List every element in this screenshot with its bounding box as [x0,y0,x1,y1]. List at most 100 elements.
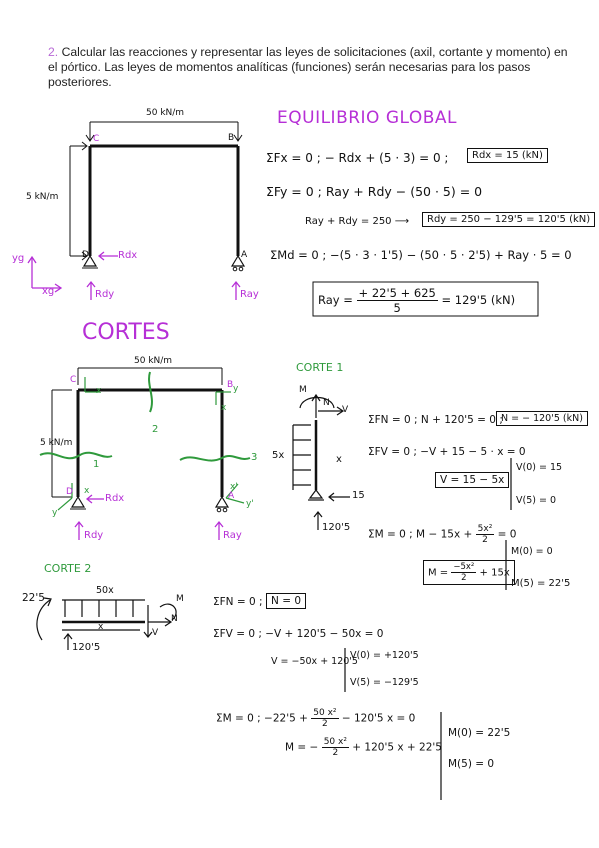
corte2-m-eq-frac: 50 x² 2 [311,708,339,729]
cortes-node-d: D [66,487,73,497]
corte1-n-result: N = − 120'5 (kN) [496,411,588,426]
corte2-fv: ΣFV = 0 ; −V + 120'5 − 50x = 0 [213,628,384,640]
frame1-rdy-label: Rdy [95,289,115,300]
corte2-m-eq-den: 2 [322,719,328,729]
corte1-v0: V(0) = 15 [516,462,563,473]
cut-2-label: 2 [152,424,159,435]
corte2-m-frac: 50 x² 2 [321,737,349,758]
problem-text: Calcular las reacciones y representar la… [48,45,568,89]
equilibrium-boxes [312,281,539,317]
eq-rdy-result: Rdy = 250 − 129'5 = 120'5 (kN) [422,212,596,227]
eq-sum: Ray + Rdy = 250 ⟶ [305,216,410,227]
problem-statement: 2. Calcular las reacciones y representar… [48,45,568,90]
corte2-v: V [152,628,159,638]
eq-ray-numerator: + 22'5 + 625 [356,286,438,301]
cortes-rdy-label: Rdy [84,530,104,541]
frame1-top-load: 50 kN/m [146,108,185,118]
cortes-rdx-label: Rdx [105,493,125,504]
global-axis-x: xg [42,286,55,297]
frame-2 [51,367,230,513]
local-yp-a: y' [246,499,254,509]
local-y-d: y [52,508,58,518]
eq-fx: ΣFx = 0 ; − Rdx + (5 · 3) = 0 ; [266,151,449,165]
corte1-fv: ΣFV = 0 ; −V + 15 − 5 · x = 0 [368,446,526,458]
corte1-x: x [336,454,342,465]
corte1-m-box-lhs: M = [428,567,449,579]
corte1-m: M [299,385,307,395]
corte1-r15: 15 [352,490,365,501]
corte1-fn: ΣFN = 0 ; N + 120'5 = 0 ; [368,414,503,426]
corte1-v5: V(5) = 0 [516,495,556,506]
local-x-b: x [221,403,227,413]
corte1-load: 5x [272,450,285,461]
local-x-d: x [84,486,90,496]
result-braces [344,458,512,800]
frame-1 [69,121,246,272]
corte1-v: V [342,405,349,415]
cut-3-label: 3 [251,452,258,463]
global-axis-y: yg [12,253,25,264]
corte2-title: CORTE 2 [44,562,92,575]
eq-fx-result: Rdx = 15 (kN) [467,148,548,163]
corte1-diagram [292,393,350,530]
corte1-m5: M(5) = 22'5 [511,578,571,589]
corte2-m-eq-a: ΣM = 0 ; −22'5 + [216,712,308,725]
cortes-node-b: B [227,380,234,390]
corte1-m-result: M = −5x² 2 + 15x [423,560,515,585]
corte2-n: N [171,614,178,624]
corte1-m-box-frac: −5x² 2 [451,562,477,583]
eq-ray: Ray = + 22'5 + 625 5 = 129'5 (kN) [318,286,515,315]
corte2-moment: 22'5 [22,592,45,604]
corte2-n-result: N = 0 [266,593,307,609]
local-x-c: x [96,386,102,396]
corte1-v-result: V = 15 − 5x [435,472,510,488]
corte2-v5: V(5) = −129'5 [350,677,419,688]
eq-fy: ΣFy = 0 ; Ray + Rdy − (50 · 5) = 0 [266,184,483,199]
corte2-m-eq-num: 50 x² [311,708,339,719]
corte2-m-eq: ΣM = 0 ; −22'5 + 50 x² 2 − 120'5 x = 0 [216,708,415,729]
frame-2-reactions [74,494,224,540]
local-xp-a: x' [230,482,238,492]
corte2-v-eq: V = −50x + 120'5 [271,656,358,667]
corte2-m5: M(5) = 0 [448,758,495,770]
problem-number: 2. [48,45,59,59]
corte2-m: M [176,594,184,604]
corte1-r120: 120'5 [322,522,351,533]
corte2-m-num: 50 x² [321,737,349,748]
frame-1-reactions [27,251,241,300]
eq-ray-lhs: Ray = [318,293,353,307]
eq-md: ΣMd = 0 ; −(5 · 3 · 1'5) − (50 · 5 · 2'5… [270,248,572,262]
corte1-m-eq: ΣM = 0 ; M − 15x + 5x² 2 = 0 [368,524,517,545]
frame1-side-load: 5 kN/m [26,192,59,202]
corte2-v0: V(0) = +120'5 [350,650,419,661]
corte2-m-eq-b: − 120'5 x = 0 [341,712,416,725]
frame1-ray-label: Ray [240,289,259,300]
eq-ray-result: = 129'5 (kN) [441,293,516,307]
corte1-m-eq-num: 5x² [475,524,495,535]
frame1-node-c: C [93,134,100,144]
corte1-m0: M(0) = 0 [511,546,553,557]
corte2-m0: M(0) = 22'5 [448,727,511,739]
corte1-m-box-end: + 15x [479,567,510,579]
corte2-load: 50x [96,585,114,596]
cortes-top-load: 50 kN/m [134,356,173,366]
corte2-r120: 120'5 [72,642,101,653]
corte1-m-box-den: 2 [461,573,467,583]
equilibrium-title: EQUILIBRIO GLOBAL [277,108,458,128]
corte2-fn: ΣFN = 0 ; [213,596,263,608]
cut-1-label: 1 [93,459,100,470]
corte1-m-eq-a: ΣM = 0 ; M − 15x + [368,528,473,541]
corte1-m-eq-end: = 0 [497,528,517,541]
corte2-x: x [98,622,104,632]
local-y-b: y [233,384,239,394]
frame1-node-d: D [82,250,89,260]
corte1-m-eq-frac: 5x² 2 [475,524,495,545]
frame1-node-b: B [228,133,235,143]
cortes-node-a: A [228,491,235,501]
cortes-node-c: C [70,375,77,385]
cortes-title: CORTES [82,320,170,345]
frame1-node-a: A [241,250,248,260]
corte1-n: N [323,398,330,408]
corte1-m-eq-den: 2 [482,535,488,545]
